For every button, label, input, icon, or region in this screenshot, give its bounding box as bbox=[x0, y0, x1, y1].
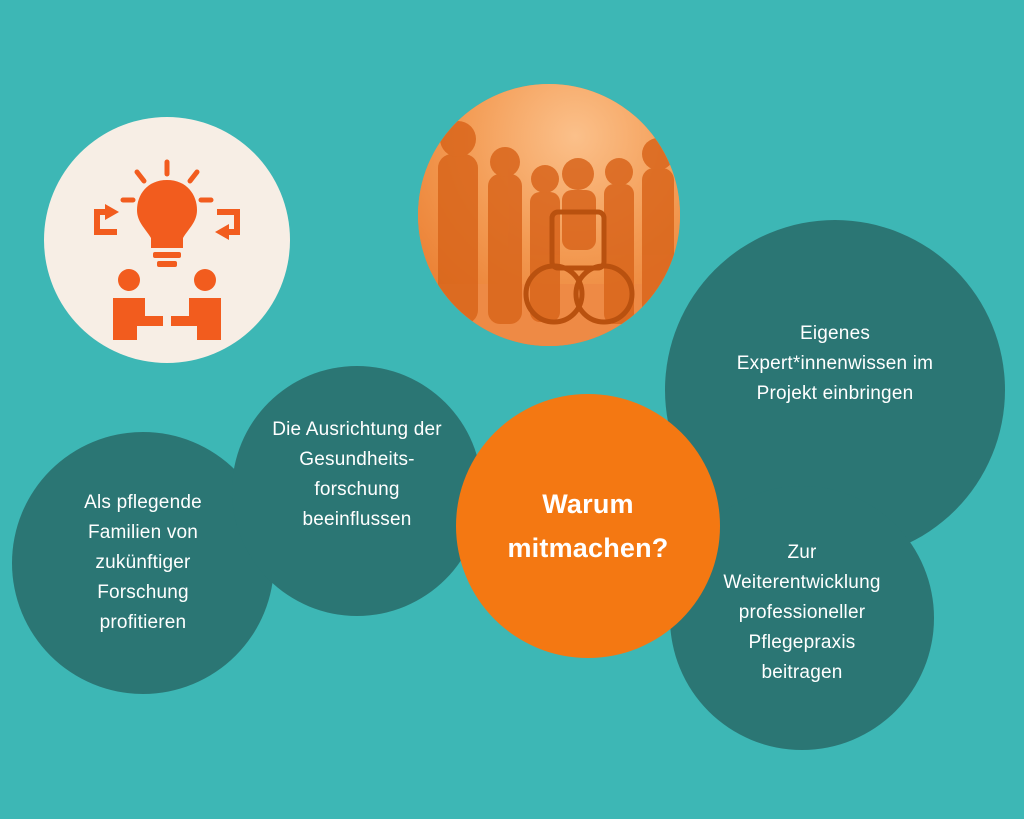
center-title: Warum mitmachen? bbox=[507, 489, 669, 563]
bubble-profitieren-text: Als pflegende Familien von zukünftiger F… bbox=[84, 492, 202, 633]
bubble-ausrichtung: Die Ausrichtung der Gesundheits- forschu… bbox=[232, 366, 482, 616]
bubble-expertenwissen-text: Eigenes Expert*innenwissen im Projekt ei… bbox=[736, 323, 934, 404]
bubble-ausrichtung-text: Die Ausrichtung der Gesundheits- forschu… bbox=[272, 419, 442, 530]
bubble-profitieren: Als pflegende Familien von zukünftiger F… bbox=[12, 432, 274, 694]
photo-illustration bbox=[418, 84, 680, 346]
family-wheelchair-photo bbox=[418, 84, 680, 346]
idea-collaboration-circle bbox=[44, 117, 290, 363]
center-bubble: Warum mitmachen? bbox=[456, 394, 720, 658]
bubble-pflegepraxis-text: Zur Weiterentwicklung professioneller Pf… bbox=[723, 542, 881, 683]
idea-collaboration-icon bbox=[94, 159, 240, 340]
